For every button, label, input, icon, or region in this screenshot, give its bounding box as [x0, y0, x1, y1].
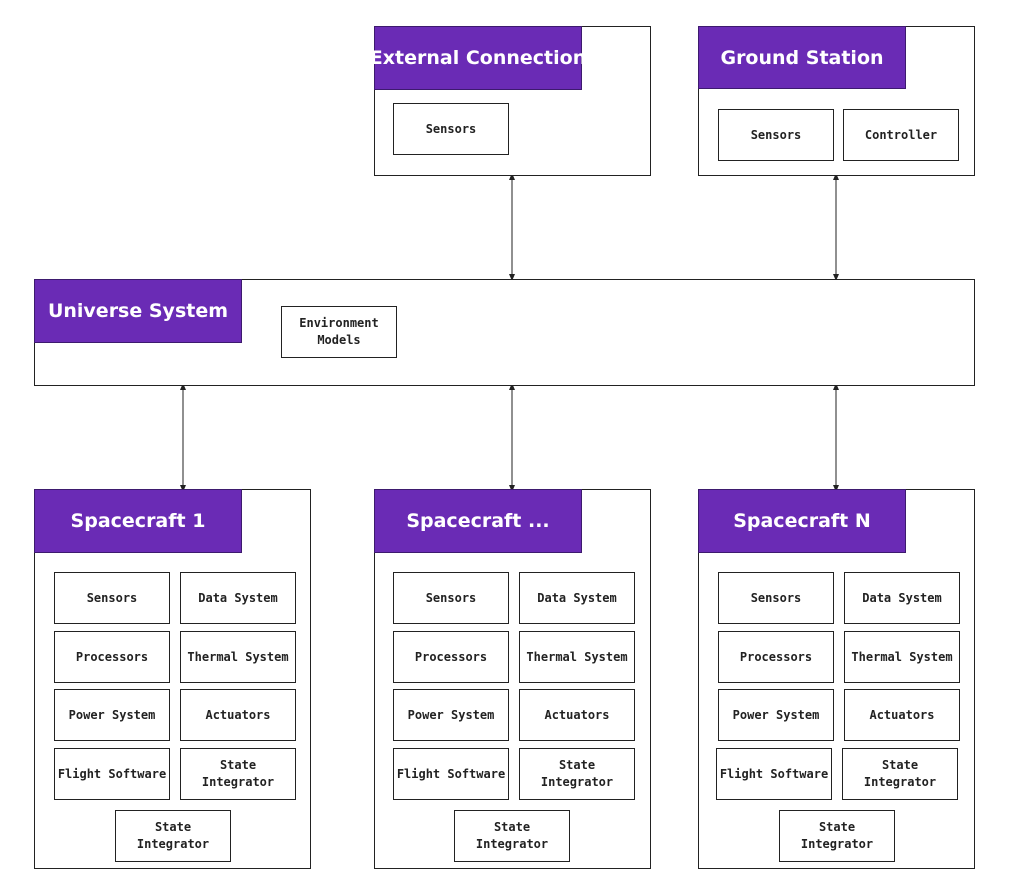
- universe-system-title: Universe System: [34, 279, 242, 343]
- sc1-power-system-box: Power System: [54, 689, 170, 741]
- external-connection-container: External Connection Sensors: [370, 26, 651, 176]
- sc1-flight-software-box: Flight Software: [54, 748, 170, 800]
- environment-models-line1: Environment: [299, 316, 379, 330]
- external-sensors-box: Sensors: [393, 103, 509, 155]
- environment-models-box: Environment Models: [281, 306, 397, 358]
- sc2-thermal-system-box: Thermal System: [519, 631, 635, 683]
- sc2-actuators-box: Actuators: [519, 689, 635, 741]
- spacecraft-n-title: Spacecraft N: [698, 489, 906, 553]
- universe-system-container: Universe System Environment Models: [34, 279, 975, 386]
- spacecraft-2-container: Spacecraft ... Sensors Data System Proce…: [374, 489, 651, 869]
- scn-power-system-box: Power System: [718, 689, 834, 741]
- sc2-sensors-box: Sensors: [393, 572, 509, 624]
- scn-thermal-system-box: Thermal System: [844, 631, 960, 683]
- sc1-data-system-box: Data System: [180, 572, 296, 624]
- sc2-data-system-box: Data System: [519, 572, 635, 624]
- scn-flight-software-box: Flight Software: [716, 748, 832, 800]
- spacecraft-n-container: Spacecraft N Sensors Data System Process…: [698, 489, 975, 869]
- sc2-bottom-state-integrator-box: State Integrator: [454, 810, 570, 862]
- scn-bottom-state-integrator-box: State Integrator: [779, 810, 895, 862]
- ground-controller-box: Controller: [843, 109, 959, 161]
- scn-sensors-box: Sensors: [718, 572, 834, 624]
- spacecraft-1-title: Spacecraft 1: [34, 489, 242, 553]
- scn-actuators-box: Actuators: [844, 689, 960, 741]
- sc1-sensors-box: Sensors: [54, 572, 170, 624]
- ground-station-title: Ground Station: [698, 26, 906, 89]
- scn-state-integrator-box: State Integrator: [842, 748, 958, 800]
- environment-models-line2: Models: [317, 333, 361, 347]
- spacecraft-2-title: Spacecraft ...: [374, 489, 582, 553]
- sc1-processors-box: Processors: [54, 631, 170, 683]
- sc2-state-integrator-box: State Integrator: [519, 748, 635, 800]
- ground-station-container: Ground Station Sensors Controller: [698, 26, 975, 176]
- ground-sensors-box: Sensors: [718, 109, 834, 161]
- sc1-bottom-state-integrator-box: State Integrator: [115, 810, 231, 862]
- sc1-thermal-system-box: Thermal System: [180, 631, 296, 683]
- sc1-state-integrator-box: State Integrator: [180, 748, 296, 800]
- spacecraft-1-container: Spacecraft 1 Sensors Data System Process…: [34, 489, 311, 869]
- sc2-flight-software-box: Flight Software: [393, 748, 509, 800]
- external-connection-title: External Connection: [370, 26, 586, 90]
- sc2-power-system-box: Power System: [393, 689, 509, 741]
- scn-processors-box: Processors: [718, 631, 834, 683]
- sc1-actuators-box: Actuators: [180, 689, 296, 741]
- scn-data-system-box: Data System: [844, 572, 960, 624]
- sc2-processors-box: Processors: [393, 631, 509, 683]
